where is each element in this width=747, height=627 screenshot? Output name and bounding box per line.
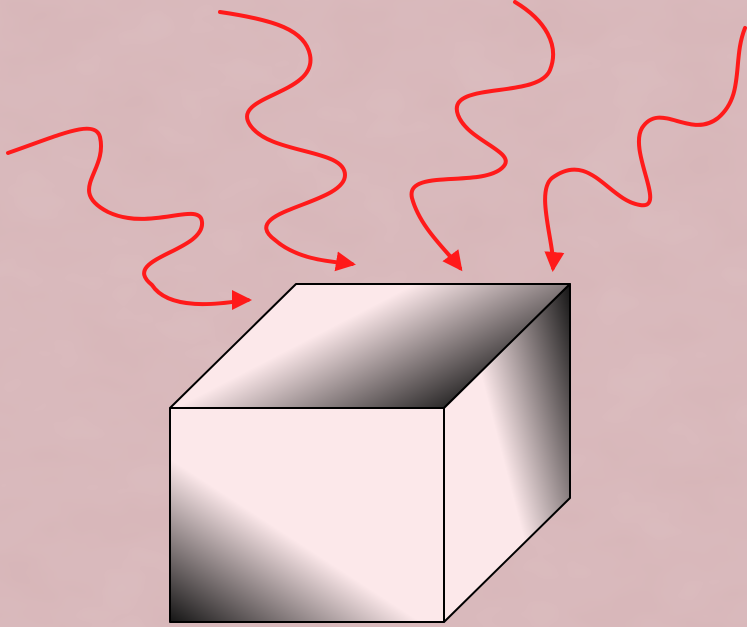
cube-front-face bbox=[170, 408, 444, 622]
